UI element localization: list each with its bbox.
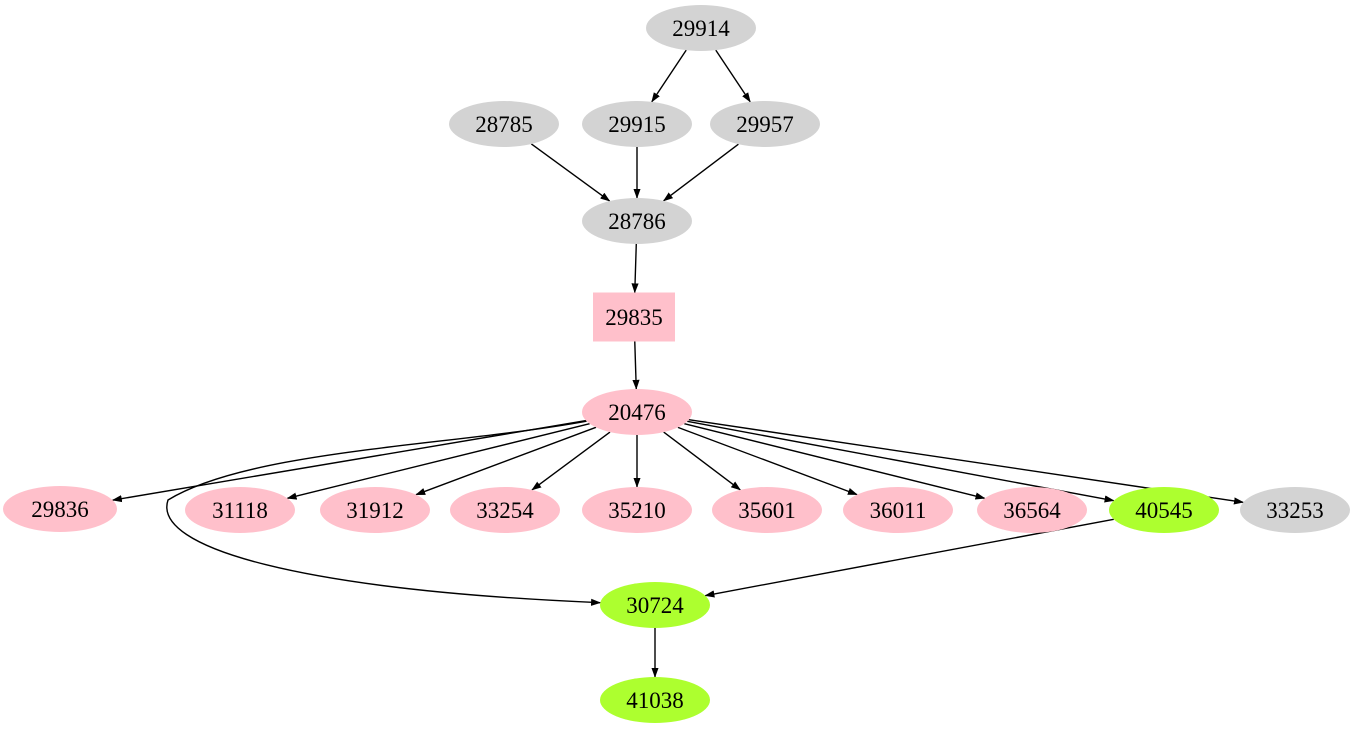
edge-29835-20476: [632, 341, 640, 390]
nodes-layer: 29914 28785 29915 29957 28786 29835 20476 29836…: [3, 5, 1350, 723]
node-35210: 35210: [582, 487, 692, 533]
node-36564: 36564: [977, 487, 1087, 533]
node-label: 29957: [736, 112, 794, 137]
node-shape-ellipse: [1240, 487, 1350, 533]
node-shape-ellipse: [582, 487, 692, 533]
node-label: 36011: [870, 498, 927, 523]
node-shape-ellipse: [582, 198, 692, 244]
edge-29957-28786: [662, 143, 739, 202]
node-label: 41038: [626, 688, 684, 713]
edge-20476-30724: [166, 420, 602, 606]
node-shape-ellipse: [600, 677, 710, 723]
node-40545: 40545: [1109, 487, 1219, 533]
edge-20476-33254: [531, 431, 611, 491]
edge-20476-35601: [663, 431, 741, 491]
node-shape-ellipse: [646, 5, 756, 51]
node-41038: 41038: [600, 677, 710, 723]
edge-28786-29835: [631, 243, 639, 294]
node-20476: 20476: [582, 389, 692, 435]
node-31912: 31912: [320, 487, 430, 533]
node-label: 28786: [608, 209, 666, 234]
node-shape-ellipse: [710, 101, 820, 147]
node-label: 33254: [476, 498, 534, 523]
edge-20476-31912: [415, 426, 597, 496]
node-36011: 36011: [843, 487, 953, 533]
node-shape-ellipse: [450, 487, 560, 533]
edge-29914-29957: [715, 49, 751, 103]
node-label: 29835: [605, 305, 663, 330]
edge-20476-36564: [684, 423, 986, 500]
node-31118: 31118: [185, 487, 295, 533]
node-label: 29836: [31, 497, 89, 522]
node-shape-ellipse: [320, 487, 430, 533]
edge-28785-28786: [530, 143, 611, 202]
edge-20476-29836: [111, 419, 587, 503]
node-29836: 29836: [3, 486, 117, 532]
node-29915: 29915: [582, 101, 692, 147]
node-28785: 28785: [449, 101, 559, 147]
node-28786: 28786: [582, 198, 692, 244]
node-label: 31118: [212, 498, 268, 523]
node-shape-ellipse: [449, 101, 559, 147]
edge-20476-36011: [677, 426, 858, 496]
edge-29914-29915: [651, 49, 687, 103]
node-29914: 29914: [646, 5, 756, 51]
node-label: 29915: [608, 112, 666, 137]
node-29957: 29957: [710, 101, 820, 147]
edge-20476-31118: [286, 423, 590, 500]
node-shape-ellipse: [843, 487, 953, 533]
node-label: 40545: [1135, 498, 1193, 523]
node-label: 29914: [672, 16, 730, 41]
node-shape-ellipse: [582, 389, 692, 435]
node-33253: 33253: [1240, 487, 1350, 533]
node-shape-ellipse: [185, 487, 295, 533]
node-33254: 33254: [450, 487, 560, 533]
node-shape-ellipse: [582, 101, 692, 147]
node-label: 28785: [475, 112, 533, 137]
node-label: 35210: [608, 498, 666, 523]
node-shape-ellipse: [712, 487, 822, 533]
node-shape-box: [593, 292, 675, 342]
edges-layer: [111, 49, 1244, 678]
node-35601: 35601: [712, 487, 822, 533]
node-shape-ellipse: [1109, 487, 1219, 533]
node-label: 36564: [1003, 498, 1061, 523]
node-shape-ellipse: [600, 582, 710, 628]
node-label: 35601: [738, 498, 796, 523]
node-30724: 30724: [600, 582, 710, 628]
node-label: 31912: [346, 498, 404, 523]
node-29835: 29835: [593, 292, 675, 342]
node-label: 20476: [608, 400, 666, 425]
node-shape-ellipse: [977, 487, 1087, 533]
node-label: 30724: [626, 593, 684, 618]
node-shape-ellipse: [3, 486, 117, 532]
node-label: 33253: [1266, 498, 1324, 523]
